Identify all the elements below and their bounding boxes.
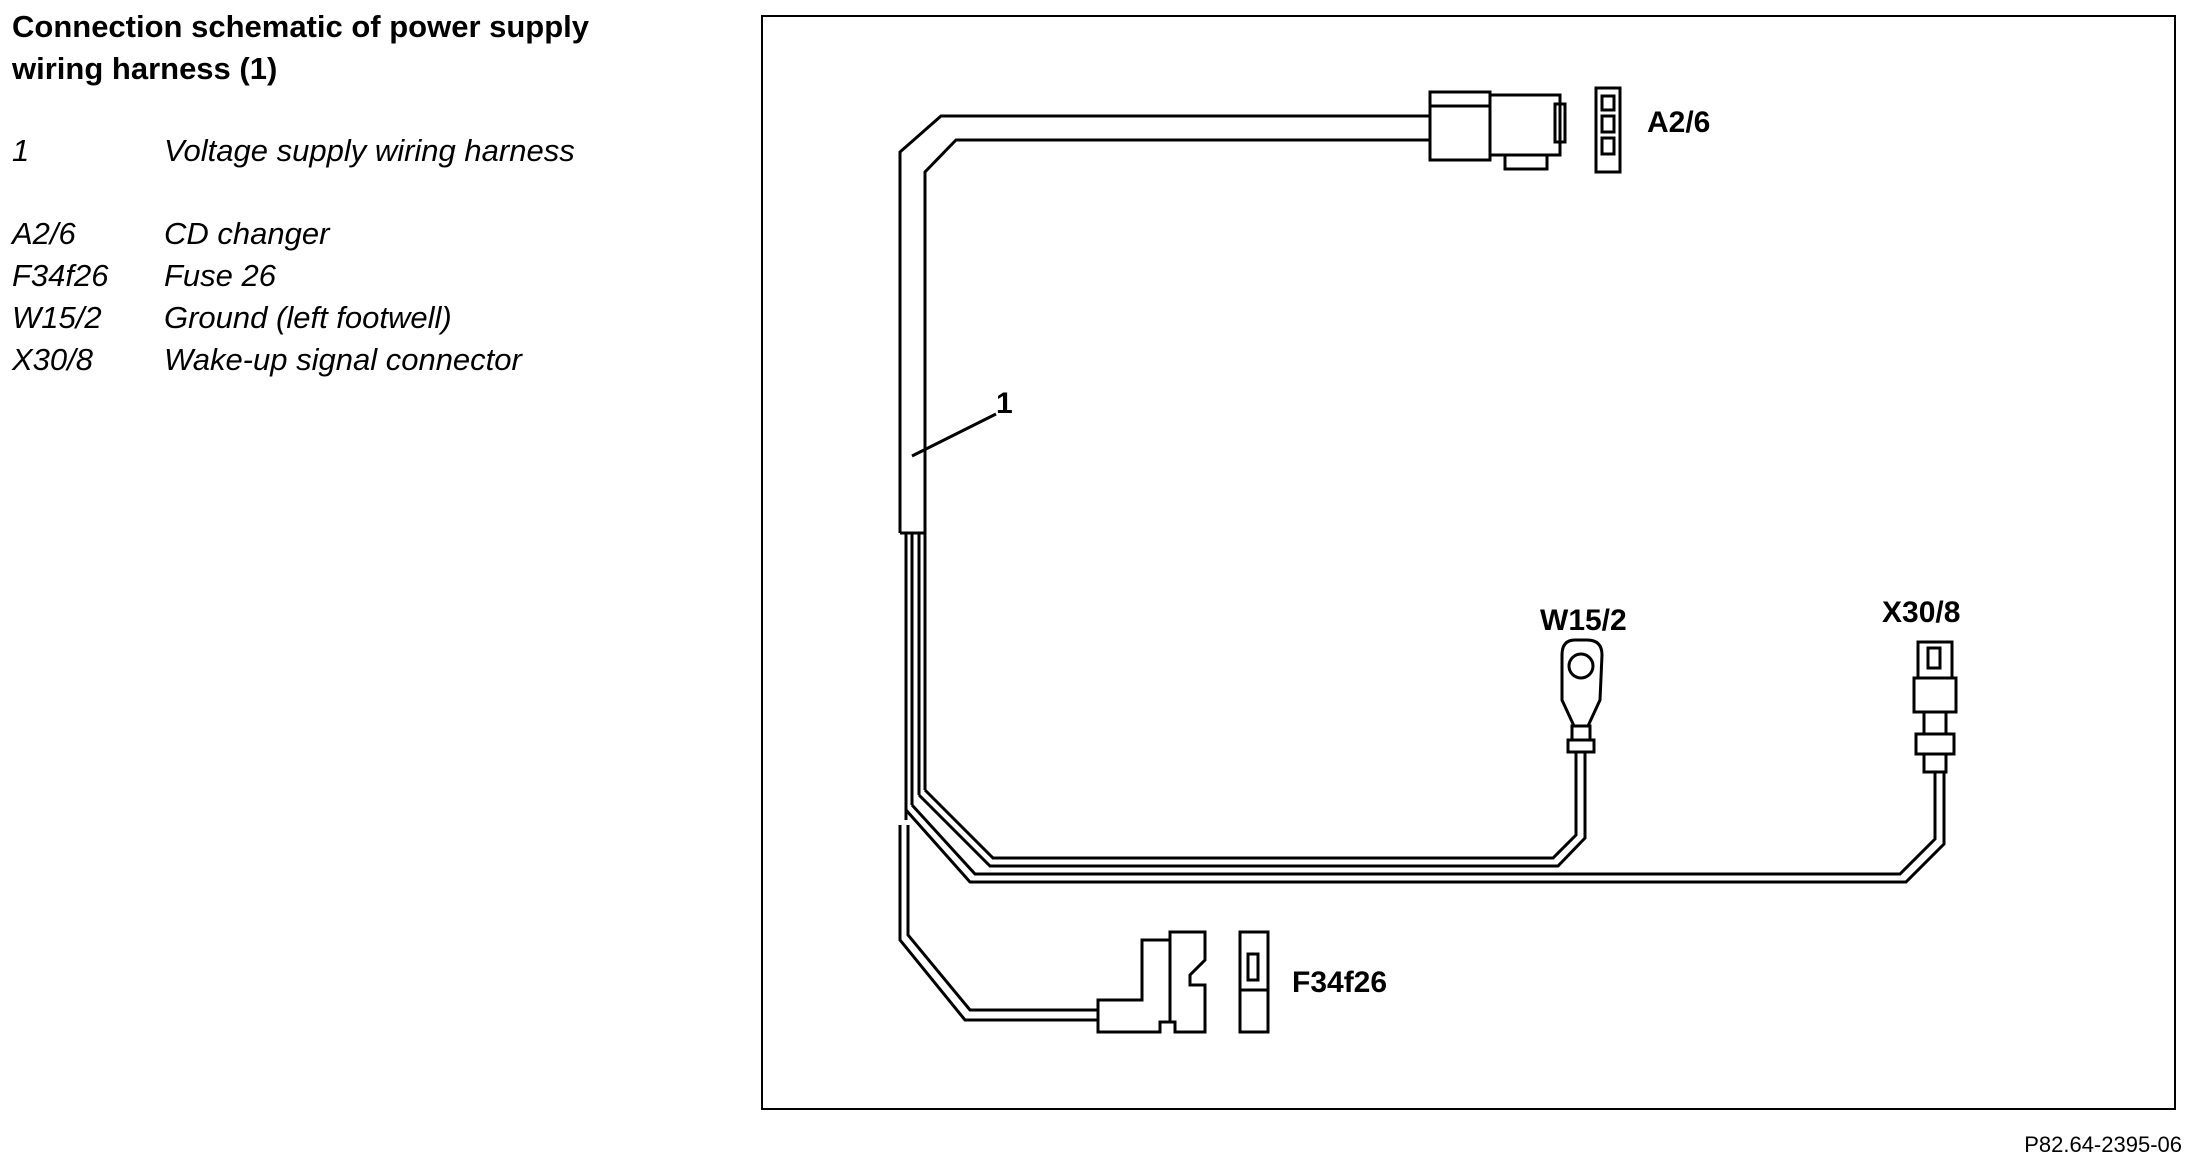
legend-row: A2/6 CD changer (12, 213, 712, 255)
legend-row: 1 Voltage supply wiring harness (12, 130, 712, 172)
branch-fuse (898, 825, 1098, 1022)
legend: 1 Voltage supply wiring harness A2/6 CD … (12, 130, 712, 381)
cd-changer-label: A2/6 (1647, 106, 1710, 139)
page-title-line-1: Connection schematic of power supply (12, 9, 590, 44)
legend-code: X30/8 (12, 342, 94, 377)
legend-description: Ground (left footwell) (164, 300, 452, 335)
harness-top (898, 114, 1436, 533)
branch-ground (917, 760, 1587, 868)
legend-row: F34f26 Fuse 26 (12, 255, 712, 297)
legend-description: Wake-up signal connector (164, 342, 522, 377)
legend-description: CD changer (164, 216, 330, 251)
legend-code: F34f26 (12, 258, 109, 293)
harness-callout-label: 1 (996, 387, 1013, 420)
ground-label: W15/2 (1540, 604, 1627, 637)
legend-code: W15/2 (12, 300, 102, 335)
fuse-label: F34f26 (1292, 966, 1387, 999)
page-title-line-2: wiring harness (1) (12, 51, 278, 86)
page-title: Connection schematic of power supply wir… (12, 6, 712, 90)
fuse-holder (1096, 930, 1270, 1034)
wakeup-connector (1912, 640, 1958, 780)
legend-code: 1 (12, 133, 30, 168)
wakeup-label: X30/8 (1882, 596, 1960, 629)
legend-code: A2/6 (12, 216, 76, 251)
legend-row: W15/2 Ground (left footwell) (12, 297, 712, 339)
diagram-border (761, 15, 2176, 1110)
legend-row: X30/8 Wake-up signal connector (12, 339, 712, 381)
branch-wakeup (904, 780, 1946, 884)
legend-description: Fuse 26 (164, 258, 277, 293)
ground-eyelet (1560, 638, 1604, 760)
legend-description: Voltage supply wiring harness (164, 133, 575, 168)
harness-callout-line (911, 412, 997, 458)
cd-changer-connector (1428, 86, 1622, 174)
harness-lower (900, 531, 927, 820)
figure-reference: P82.64-2395-06 (2024, 1132, 2182, 1157)
